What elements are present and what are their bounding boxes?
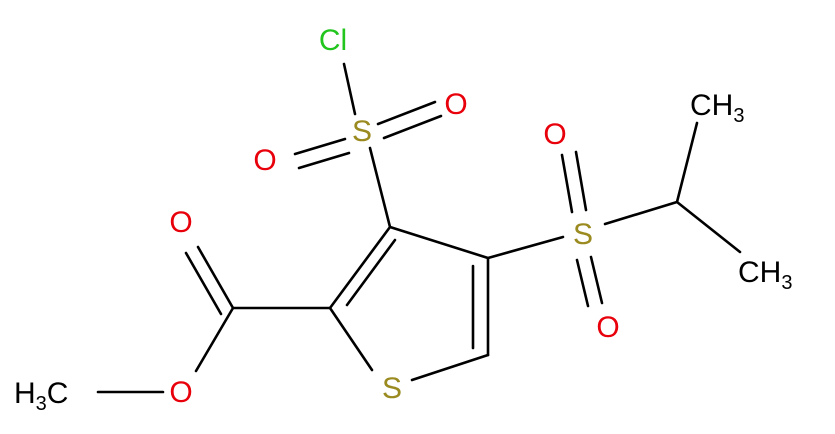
atom-labels: Cl S O O S O O CH3 CH3 O O H3C S (14, 24, 792, 415)
methoxy-subscript: 3 (36, 393, 47, 415)
bond-s1-c2 (328, 306, 374, 372)
bond-c5-s1 (410, 353, 490, 382)
methoxy-c: C (47, 377, 69, 410)
sulfonyl-chloride-sulfur-atom: S (352, 115, 372, 148)
bond-c3-s (368, 146, 392, 229)
sulfone-oxygen-bottom: O (596, 311, 619, 344)
methyl-top-ch: CH (690, 89, 733, 122)
methyl-top-label: CH3 (690, 89, 744, 127)
sulfone-oxygen-top: O (543, 118, 566, 151)
ester-oxygen-atom: O (169, 376, 192, 409)
bonds (96, 62, 742, 394)
bond-s-cl (342, 62, 357, 116)
methyl-top-subscript: 3 (733, 105, 744, 127)
bond-ch-ch3-right (675, 200, 742, 254)
thiophene-sulfur-atom: S (382, 372, 402, 405)
bond-s-o-right (376, 100, 437, 126)
bond-c-o-carbonyl-double (184, 251, 223, 316)
bond-ch-ch3-top (675, 121, 699, 204)
carbonyl-oxygen-atom: O (169, 206, 192, 239)
bond-s-o-left-double (297, 151, 351, 170)
bond-s-o-left (293, 137, 347, 156)
bond-c3-c4 (388, 225, 490, 260)
bond-c-o-carbonyl (196, 245, 235, 310)
bond-s-ch (603, 200, 679, 226)
bond-c-o-ester (194, 306, 235, 373)
bond-s-o-bottom (575, 258, 590, 308)
sulfone-sulfur-atom: S (573, 218, 593, 251)
bond-s-o-bottom-double (589, 255, 604, 305)
bond-s-o-right-double (382, 114, 443, 140)
methoxy-h: H (14, 377, 36, 410)
bond-s-o-top (560, 153, 574, 214)
chlorine-atom: Cl (319, 24, 347, 57)
sulfonyl-chloride-oxygen-left: O (253, 144, 276, 177)
bond-s-o-top-double (574, 150, 588, 212)
methyl-right-ch: CH (738, 256, 781, 289)
bond-c4-s (486, 235, 565, 260)
bond-c2-c3 (328, 225, 392, 310)
methoxy-methyl-label: H3C (14, 377, 68, 415)
methyl-right-subscript: 3 (781, 272, 792, 294)
sulfonyl-chloride-oxygen-right: O (444, 88, 467, 121)
bond-c2-c3-double (345, 238, 397, 307)
methyl-right-label: CH3 (738, 256, 792, 294)
